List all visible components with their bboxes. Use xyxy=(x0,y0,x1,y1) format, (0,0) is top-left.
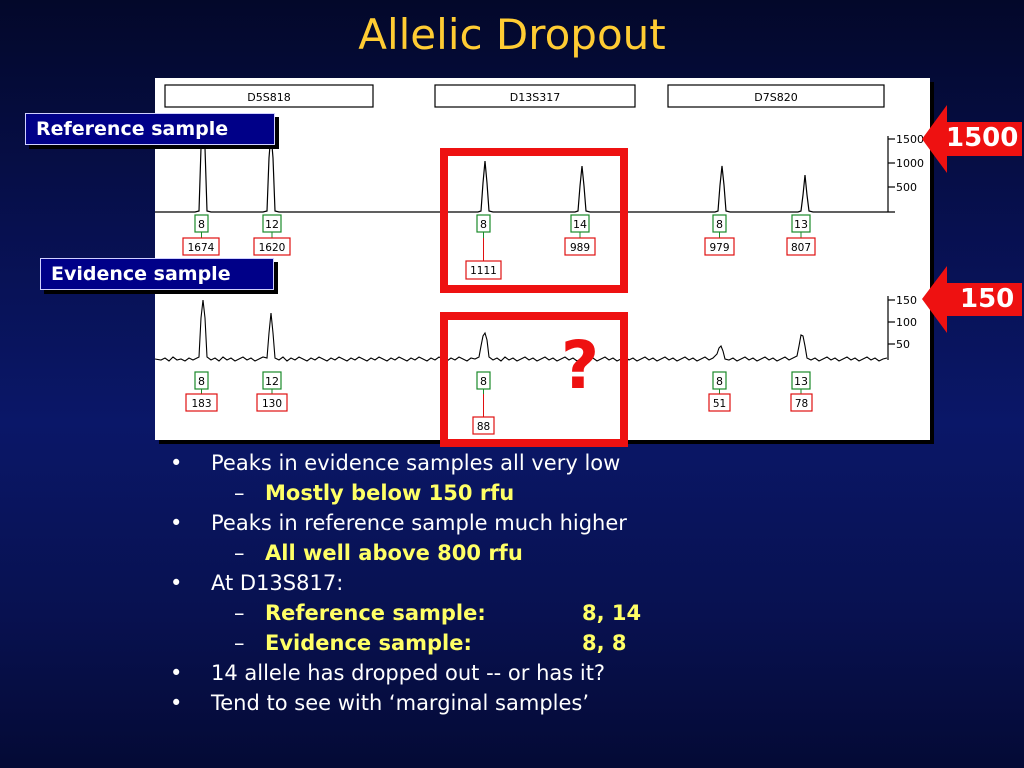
allele-label: 8 xyxy=(198,375,205,388)
reference-sample-label: Reference sample xyxy=(25,113,275,145)
sub-bullet-text: Reference sample: xyxy=(265,601,486,625)
marker-box-d5s818 xyxy=(164,84,374,108)
bullet-text: Tend to see with ‘marginal samples’ xyxy=(211,691,590,715)
slide-title: Allelic Dropout xyxy=(358,10,666,59)
ref-scale-arrow-label: 1500 xyxy=(946,123,1019,153)
allele-label: 12 xyxy=(265,375,279,388)
allele-label: 12 xyxy=(265,218,279,231)
marker-label: D7S820 xyxy=(754,91,797,104)
allele-label: 8 xyxy=(716,375,723,388)
bullet-text: Peaks in reference sample much higher xyxy=(211,511,627,535)
height-box xyxy=(182,237,220,256)
allele-label: 8 xyxy=(198,218,205,231)
evidence-sample-label: Evidence sample xyxy=(40,258,274,290)
reference-tick-label: 500 xyxy=(896,181,917,194)
evidence-tick-label: 50 xyxy=(896,338,910,351)
bullet-glyph: • xyxy=(170,691,183,715)
height-box xyxy=(256,393,288,412)
dash-glyph: – xyxy=(234,541,245,565)
reference-height-labels: 1674 1620 1111 989 979 807 xyxy=(182,237,816,280)
sub-bullet-text: Mostly below 150 rfu xyxy=(265,481,515,505)
height-label: 51 xyxy=(713,398,726,410)
bullet-text: Peaks in evidence samples all very low xyxy=(211,451,621,475)
evidence-tick-label: 100 xyxy=(896,316,917,329)
evidence-connectors xyxy=(201,389,802,394)
height-box xyxy=(253,237,291,256)
allele-label: 13 xyxy=(794,218,808,231)
height-box xyxy=(704,237,735,256)
height-label: 807 xyxy=(791,242,811,254)
dash-glyph: – xyxy=(234,601,245,625)
height-label: 130 xyxy=(262,398,282,410)
evidence-height-labels: 183 130 88 51 78 xyxy=(185,393,813,435)
marker-label: D13S317 xyxy=(510,91,560,104)
height-box xyxy=(786,237,816,256)
sub-bullet-value: 8, 14 xyxy=(582,601,642,625)
height-box xyxy=(185,393,218,412)
height-label: 979 xyxy=(709,242,729,254)
bullet-glyph: • xyxy=(170,661,183,685)
height-label: 183 xyxy=(191,398,211,410)
sub-bullet-value: 8, 8 xyxy=(582,631,627,655)
evidence-tick-label: 150 xyxy=(896,294,917,307)
reference-tick-label: 1500 xyxy=(896,133,924,146)
height-label: 88 xyxy=(477,421,490,433)
sub-bullet-text: Evidence sample: xyxy=(265,631,472,655)
reference-tick-label: 1000 xyxy=(896,157,924,170)
bullet-glyph: • xyxy=(170,511,183,535)
evidence-trace xyxy=(154,299,888,362)
allele-label: 13 xyxy=(794,375,808,388)
height-label: 1111 xyxy=(470,265,497,277)
height-box xyxy=(708,393,731,412)
height-label: 989 xyxy=(570,242,590,254)
dash-glyph: – xyxy=(234,631,245,655)
dash-glyph: – xyxy=(234,481,245,505)
evidence-allele-labels: 8 12 8 8 13 xyxy=(194,371,811,390)
sub-bullet-text: All well above 800 rfu xyxy=(265,541,523,565)
marker-box-d7s820 xyxy=(667,84,885,108)
marker-box-d13s317 xyxy=(434,84,636,108)
evd-scale-arrow-label: 150 xyxy=(960,284,1015,314)
marker-label: D5S818 xyxy=(247,91,290,104)
bullet-glyph: • xyxy=(170,571,183,595)
reference-connectors xyxy=(201,232,802,238)
height-box xyxy=(790,393,813,412)
allele-label: 8 xyxy=(716,218,723,231)
height-label: 1620 xyxy=(259,242,286,254)
height-label: 78 xyxy=(795,398,808,410)
reference-allele-labels: 8 12 8 14 8 13 xyxy=(194,214,811,233)
bullet-text: 14 allele has dropped out -- or has it? xyxy=(211,661,606,685)
height-label: 1674 xyxy=(188,242,215,254)
allele-label: 8 xyxy=(480,218,487,231)
allele-label: 8 xyxy=(480,375,487,388)
bullet-glyph: • xyxy=(170,451,183,475)
bullet-text: At D13S817: xyxy=(211,571,344,595)
allele-label: 14 xyxy=(573,218,587,231)
